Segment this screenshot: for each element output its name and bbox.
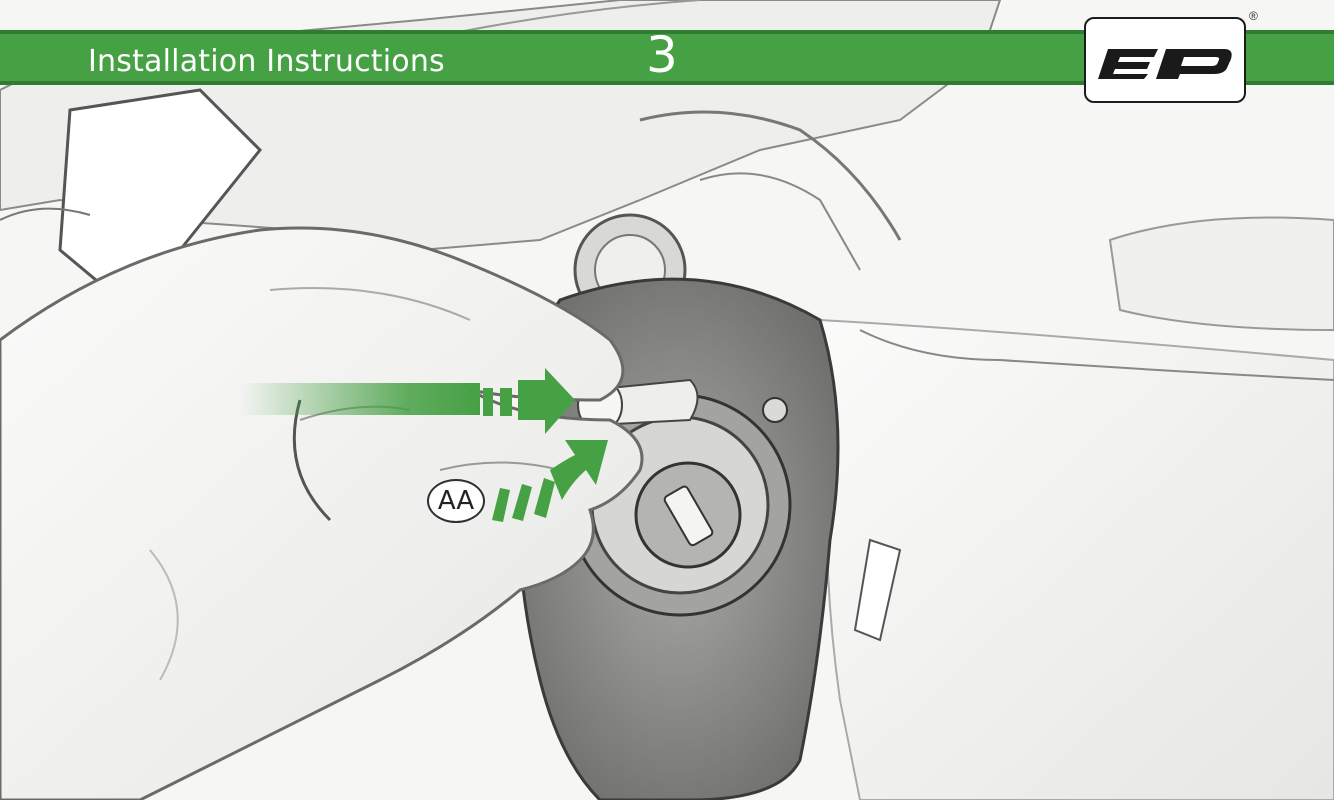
registered-mark: ® <box>1249 9 1258 23</box>
page-title: Installation Instructions <box>88 44 445 79</box>
brand-logo <box>1084 17 1246 103</box>
brand-logo-icon <box>1086 19 1244 101</box>
step-number: 3 <box>646 30 678 80</box>
callout-label: AA <box>427 479 485 523</box>
